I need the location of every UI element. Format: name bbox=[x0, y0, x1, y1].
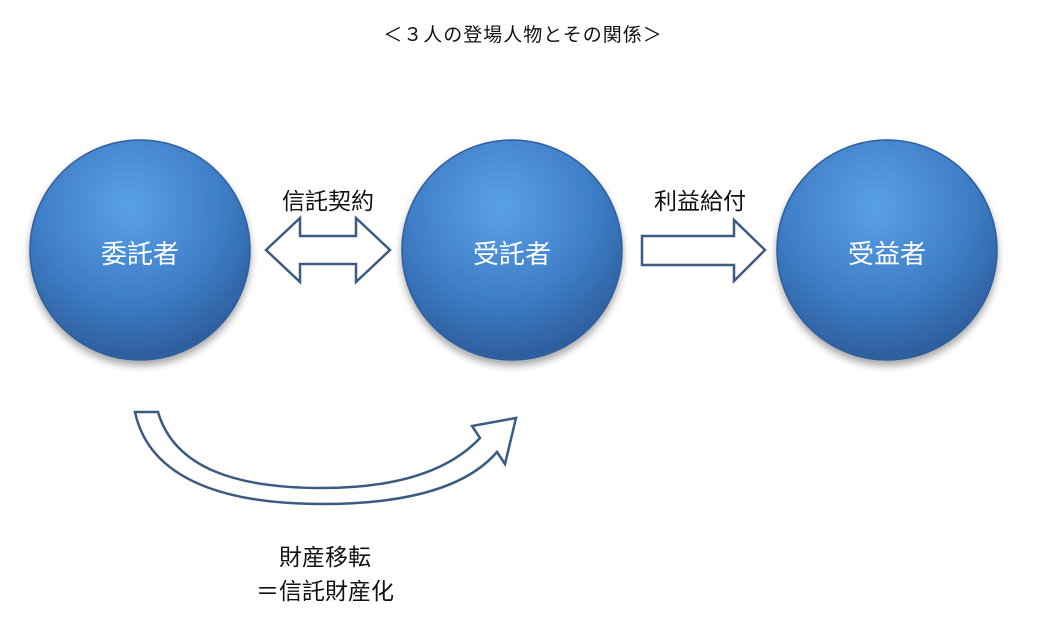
beneficiary-label: 受益者 bbox=[847, 240, 926, 270]
benefit-payment-label: 利益給付 bbox=[654, 189, 746, 215]
trust-contract-double-arrow bbox=[264, 215, 392, 285]
settlor-label: 委託者 bbox=[100, 240, 179, 270]
settlor-node bbox=[29, 139, 251, 361]
trustee-node bbox=[401, 139, 623, 361]
diagram-title: ＜３人の登場人物とその関係＞ bbox=[383, 24, 663, 46]
property-transfer-label: 財産移転 bbox=[279, 545, 371, 571]
trustee-label: 受託者 bbox=[472, 240, 551, 270]
property-transfer-curved-arrow bbox=[133, 410, 518, 506]
trust-property-label: ＝信託財産化 bbox=[256, 579, 394, 605]
trust-contract-label: 信託契約 bbox=[282, 189, 374, 215]
benefit-payment-arrow bbox=[640, 217, 767, 285]
beneficiary-node bbox=[776, 139, 998, 361]
